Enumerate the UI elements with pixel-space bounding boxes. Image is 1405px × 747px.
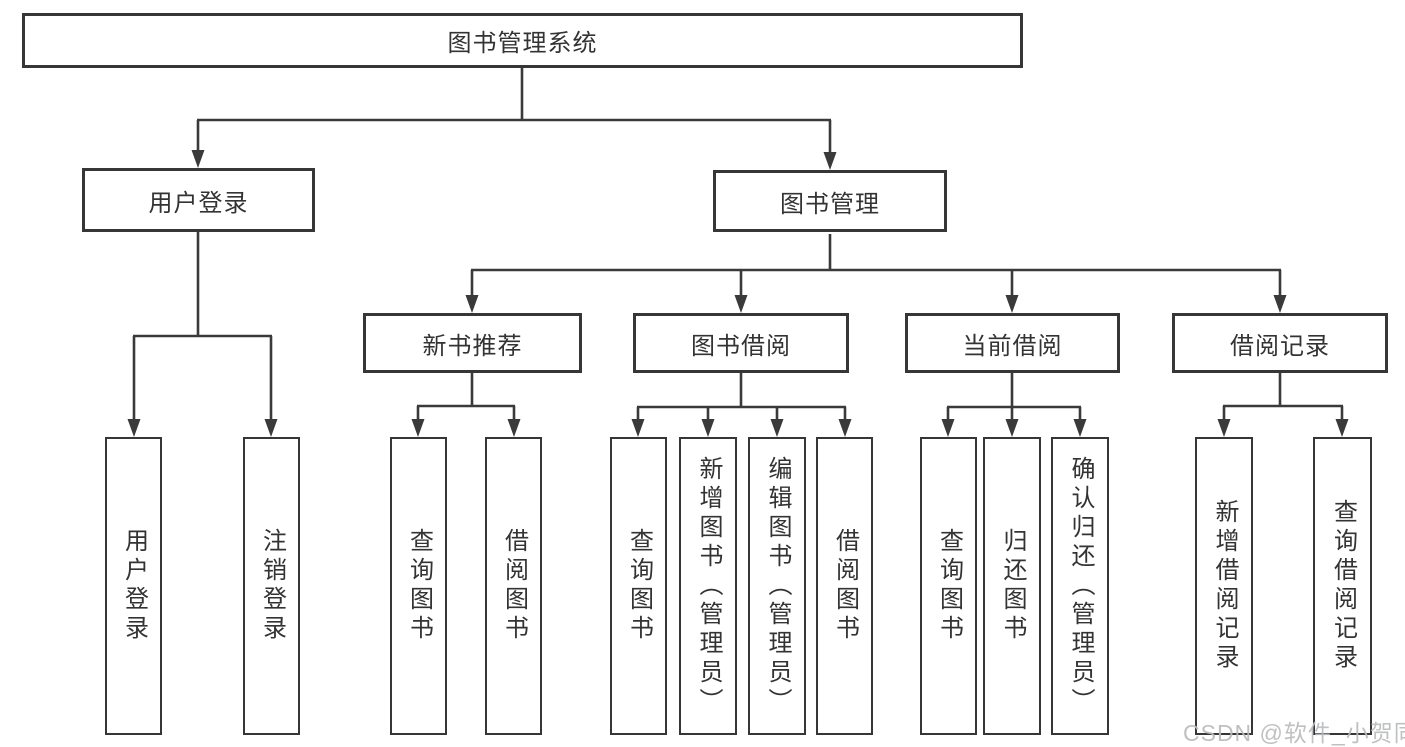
node-library-system: 图书管理系统	[22, 13, 1023, 68]
node-user-login-label: 用户登录	[148, 189, 249, 217]
leaf-edit-book-admin: 编辑图书（管理员）	[748, 437, 806, 735]
node-new-book-recommend: 新书推荐	[363, 313, 582, 373]
leaf-return-books-label: 归还图书	[999, 528, 1026, 644]
leaf-add-book-admin-label: 新增图书（管理员）	[695, 455, 722, 717]
leaf-query-books-current-label: 查询图书	[935, 528, 963, 644]
node-book-management: 图书管理	[713, 170, 947, 232]
leaf-user-login-label: 用户登录	[120, 528, 148, 644]
leaf-add-borrow-record: 新增借阅记录	[1195, 437, 1253, 735]
leaf-borrow-books-recommend: 借阅图书	[485, 437, 542, 735]
leaf-logout-label: 注销登录	[258, 528, 286, 644]
leaf-borrow-books-label: 借阅图书	[831, 528, 859, 644]
leaf-return-books: 归还图书	[983, 437, 1041, 735]
leaf-query-books-recommend: 查询图书	[390, 437, 447, 735]
node-book-borrowing: 图书借阅	[633, 313, 849, 373]
node-library-system-label: 图书管理系统	[447, 30, 598, 57]
node-current-borrowing: 当前借阅	[905, 313, 1120, 373]
leaf-query-books-recommend-label: 查询图书	[405, 528, 433, 644]
leaf-query-books-borrowing-label: 查询图书	[625, 528, 653, 644]
leaf-add-book-admin: 新增图书（管理员）	[679, 437, 737, 735]
leaf-query-borrow-record: 查询借阅记录	[1313, 437, 1372, 735]
node-current-borrowing-label: 当前借阅	[962, 332, 1063, 360]
node-book-borrowing-label: 图书借阅	[691, 332, 791, 360]
leaf-logout: 注销登录	[243, 437, 300, 735]
node-book-management-label: 图书管理	[780, 190, 880, 218]
leaf-edit-book-admin-label: 编辑图书（管理员）	[764, 455, 791, 717]
leaf-query-books-borrowing: 查询图书	[610, 437, 667, 735]
csdn-watermark: CSDN @软件_小贺同学	[1183, 720, 1405, 746]
leaf-query-books-current: 查询图书	[920, 437, 977, 735]
leaf-borrow-books-recommend-label: 借阅图书	[500, 528, 528, 644]
node-borrowing-records-label: 借阅记录	[1230, 332, 1330, 360]
node-user-login: 用户登录	[82, 168, 315, 232]
node-new-book-recommend-label: 新书推荐	[422, 332, 523, 360]
leaf-confirm-return-admin-label: 确认归还（管理员）	[1067, 455, 1094, 717]
leaf-borrow-books: 借阅图书	[816, 437, 873, 735]
leaf-add-borrow-record-label: 新增借阅记录	[1211, 499, 1238, 673]
leaf-user-login: 用户登录	[105, 437, 162, 735]
leaf-query-borrow-record-label: 查询借阅记录	[1329, 499, 1357, 673]
node-borrowing-records: 借阅记录	[1172, 313, 1388, 373]
leaf-confirm-return-admin: 确认归还（管理员）	[1051, 437, 1109, 735]
